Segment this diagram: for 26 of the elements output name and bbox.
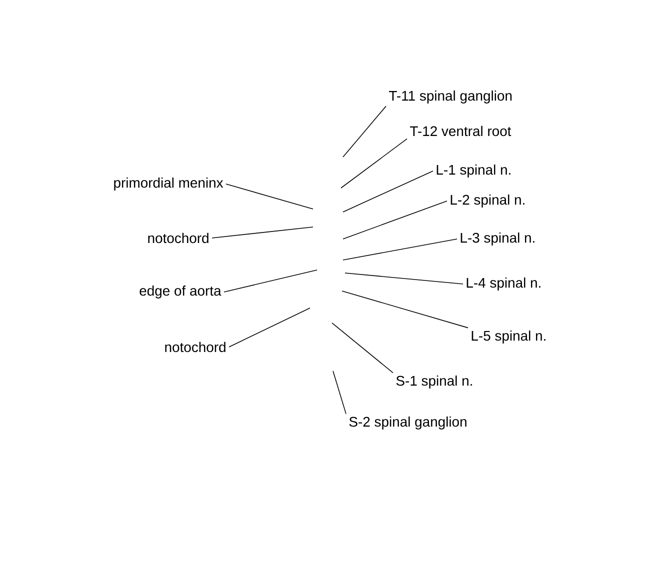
label: T-12 ventral root	[410, 126, 512, 136]
label: L-5 spinal n.	[472, 330, 546, 344]
label: L-4 spinal n.	[466, 278, 540, 290]
leader-line	[228, 308, 310, 348]
leader-line	[342, 200, 448, 240]
label: L-3 spinal n.	[460, 232, 534, 246]
label: notochord	[165, 342, 226, 352]
label: S-2 spinal ganglion	[349, 416, 466, 430]
label: notochord	[148, 232, 208, 244]
label: primordial meninx	[114, 178, 224, 190]
label: edge of aorta	[140, 286, 222, 298]
leader-line	[212, 226, 314, 238]
leader-line	[342, 106, 386, 158]
label: L-1 spinal n.	[436, 164, 510, 178]
leader-line	[332, 322, 394, 374]
leader-line	[342, 170, 434, 212]
leader-line	[224, 270, 318, 292]
label: S-1 spinal n.	[396, 376, 472, 388]
label: L-2 spinal n.	[450, 194, 524, 208]
leader-line	[332, 370, 346, 414]
leader-line	[342, 290, 468, 328]
label: T-11 spinal ganglion	[389, 90, 512, 104]
leader-line	[340, 138, 408, 188]
leader-line	[344, 272, 464, 284]
leader-line	[226, 184, 314, 210]
leader-line	[342, 238, 458, 260]
